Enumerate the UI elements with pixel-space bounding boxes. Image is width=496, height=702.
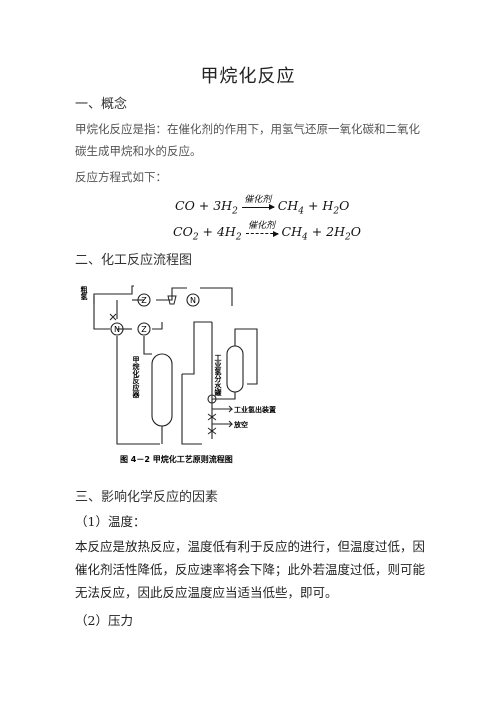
exchanger-z-top (137, 293, 151, 307)
eq2-right-tail: O (350, 224, 361, 239)
section-flowchart-heading: 二、化工反应流程图 (75, 253, 193, 268)
definition-paragraph: 甲烷化反应是指：在催化剂的作用下，用氢气还原一氧化碳和二氧化碳生成甲烷和水的反应… (75, 122, 420, 158)
eq2-right-rest: + 2H (307, 224, 346, 239)
eq1-right-sub2: 2 (333, 206, 340, 217)
separator-label: 工业氢分水罐 (214, 354, 223, 397)
exchanger-z-left (137, 322, 151, 336)
z-label-left: Z (141, 325, 147, 334)
eq1-left: CO + 3H (175, 198, 233, 213)
exchanger-n-left (110, 322, 124, 336)
eq2-right-sub: 4 (302, 232, 308, 243)
n-label-left: N (114, 325, 120, 334)
eq2-left: CO (173, 224, 193, 239)
pump-icon (167, 295, 177, 305)
to-reactor-top (143, 336, 152, 355)
left-bottom-line (116, 336, 160, 445)
section-concept-heading: 一、概念 (75, 97, 128, 112)
section-factors-heading: 三、影响化学反应的因素 (75, 490, 219, 505)
valve-x-out (207, 413, 217, 421)
diagram-caption: 图 4－2 甲烷化工艺原则流程图 (120, 454, 233, 464)
reactor-label: 甲烷化反应器 (132, 356, 141, 399)
process-flow-diagram: N Z Z N 粗氢 甲烷化反应器 工业氢分水罐 工业氢出装置 放空 图 4－2… (72, 274, 290, 472)
top-loop-left (93, 285, 134, 304)
outlet-label: 工业氢出装置 (234, 405, 276, 414)
eq2-left-sub: 2 (192, 232, 199, 243)
eq2-left-mid: + 4H (198, 224, 236, 239)
to-right (182, 321, 212, 375)
eq2-arrow: 催化剂 (245, 221, 279, 237)
eq1-right: CH (277, 198, 299, 213)
reactor-vessel (151, 353, 173, 427)
raw-gas-label: 粗氢 (80, 285, 88, 301)
page-title: 甲烷化反应 (200, 66, 296, 87)
eq2-left-sub2: 2 (235, 232, 242, 243)
eq2-catalyst: 催化剂 (248, 221, 276, 231)
eq1-catalyst: 催化剂 (244, 195, 272, 205)
sep-feed (211, 334, 236, 400)
raw-gas-line (93, 296, 110, 330)
valve-x-vent (207, 427, 217, 435)
exchanger-n-top (186, 293, 200, 307)
flow-diagram-svg: N Z Z N 粗氢 甲烷化反应器 工业氢分水罐 工业氢出装置 放空 图 4－2… (80, 285, 276, 464)
n-label-top: N (190, 296, 196, 305)
factor-temperature-heading: （1）温度： (75, 514, 146, 529)
equation-1: CO + 3H2 催化剂 CH4 + H2O (175, 195, 350, 217)
valve-circle (207, 394, 217, 404)
eq2-right: CH (281, 224, 302, 239)
separator-vessel (226, 345, 244, 393)
z-label-top: Z (141, 296, 147, 305)
eq1-right-sub: 4 (298, 206, 304, 217)
eq2-right-sub2: 2 (345, 232, 351, 243)
vent-arrow (227, 420, 234, 428)
factor-temperature-text: 本反应是放热反应，温度低有利于反应的进行，但温度过低，因催化剂活性降低，反应速率… (75, 539, 426, 600)
equation-2: CO2 + 4H2 催化剂 CH4 + 2H2O (173, 221, 361, 243)
z-to-valve (152, 322, 163, 330)
eq1-arrow: 催化剂 (241, 195, 275, 210)
equation-intro: 反应方程式如下： (75, 170, 167, 184)
sep-top-loop (234, 328, 258, 385)
top-loop-right (200, 287, 233, 306)
eq1-left-sub: 2 (232, 206, 238, 217)
eq1-right-tail: O (339, 198, 350, 213)
vent-label: 放空 (233, 420, 248, 429)
mid-bottom-line (181, 374, 202, 445)
top-loop-mid (156, 287, 187, 301)
outlet-arrow (227, 405, 234, 413)
factor-pressure-heading: （2）压力 (75, 613, 133, 628)
valve-x-left (109, 313, 117, 321)
eq1-right-rest: + H (304, 198, 334, 213)
